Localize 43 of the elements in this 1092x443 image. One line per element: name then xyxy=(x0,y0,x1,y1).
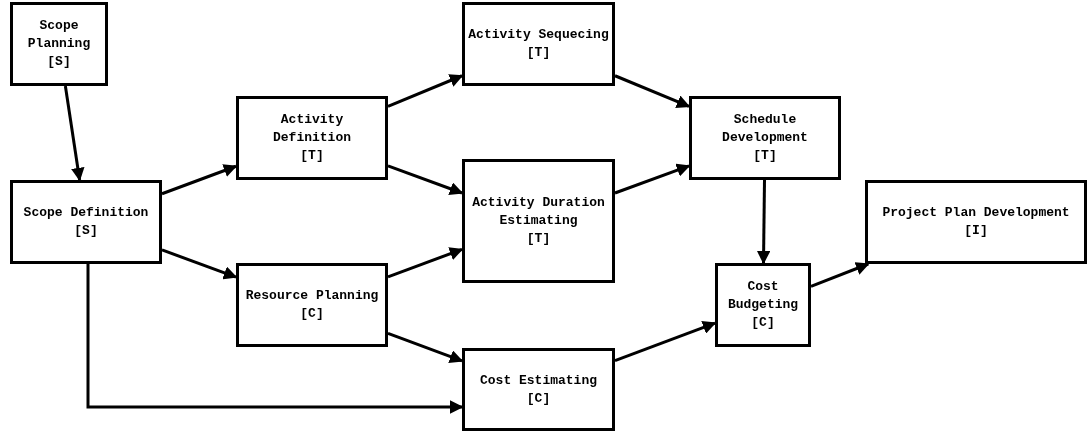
arrow xyxy=(86,264,464,414)
process-box xyxy=(689,96,841,180)
process-code: [T] xyxy=(753,147,777,165)
process-code: [T] xyxy=(300,147,324,165)
process-name: Cost Estimating xyxy=(480,371,597,390)
arrow xyxy=(756,179,771,265)
process-box xyxy=(462,348,615,431)
process-code: [S] xyxy=(74,222,98,240)
process-code: [I] xyxy=(964,222,988,240)
arrow xyxy=(387,74,464,108)
arrow xyxy=(614,74,691,109)
process-name: Schedule Development xyxy=(721,111,809,147)
process-code: [C] xyxy=(526,389,551,408)
arrow xyxy=(161,248,238,280)
process-name: Project Plan Development xyxy=(882,204,1070,222)
process-box xyxy=(715,263,811,347)
process-box xyxy=(10,180,162,264)
process-name: Activity Definition xyxy=(272,111,352,147)
process-box xyxy=(236,263,388,347)
process-box xyxy=(236,96,388,180)
process-box xyxy=(462,159,615,283)
arrow xyxy=(387,164,464,196)
process-name: Scope Planning xyxy=(26,17,92,53)
arrow xyxy=(614,163,691,195)
process-code: [C] xyxy=(300,305,324,323)
process-code: [C] xyxy=(751,314,775,332)
process-name: Cost Budgeting xyxy=(726,278,800,314)
process-box xyxy=(10,2,108,86)
arrow xyxy=(387,247,464,279)
arrow xyxy=(63,85,85,182)
arrow xyxy=(810,262,870,288)
process-code: [T] xyxy=(526,44,551,62)
arrow xyxy=(161,164,238,196)
process-box xyxy=(865,180,1087,264)
process-name: Resource Planning xyxy=(245,287,379,305)
process-box xyxy=(462,2,615,86)
process-name: Scope Definition xyxy=(23,204,149,222)
process-name: Activity Duration Estimating xyxy=(471,194,606,230)
process-name: Activity Sequecing xyxy=(468,26,609,44)
arrow xyxy=(614,321,717,363)
process-code: [T] xyxy=(526,230,551,248)
arrow xyxy=(387,331,464,364)
process-code: [S] xyxy=(47,53,71,71)
